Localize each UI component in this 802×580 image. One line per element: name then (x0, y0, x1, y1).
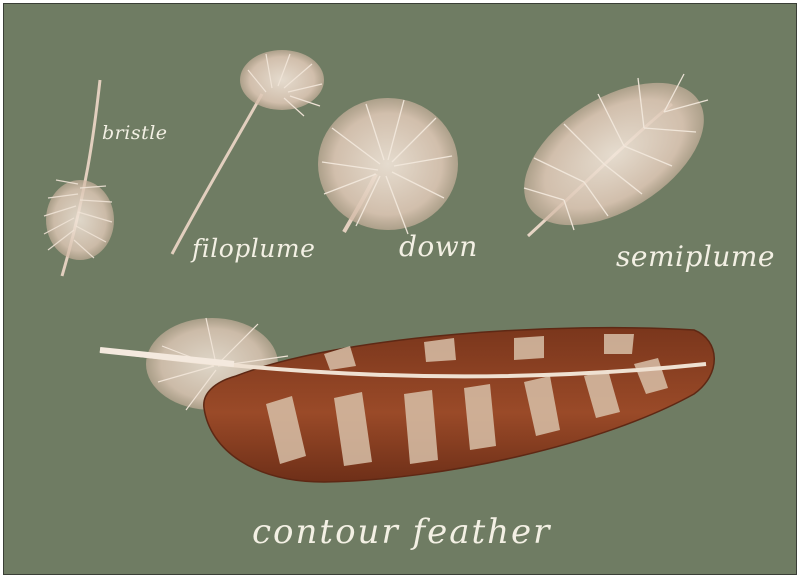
label-filoplume: filoplume (192, 234, 315, 263)
semiplume-feather (500, 54, 729, 255)
feather-illustration (4, 4, 797, 575)
contour-feather (100, 318, 714, 482)
bristle-feather (44, 80, 114, 276)
illustration-canvas: bristle filoplume down semiplume contour… (3, 3, 797, 575)
label-contour-feather: contour feather (252, 512, 551, 552)
down-feather (318, 98, 458, 234)
label-semiplume: semiplume (616, 240, 775, 273)
filoplume-feather (172, 50, 324, 254)
label-bristle: bristle (102, 122, 168, 144)
label-down: down (399, 230, 478, 263)
